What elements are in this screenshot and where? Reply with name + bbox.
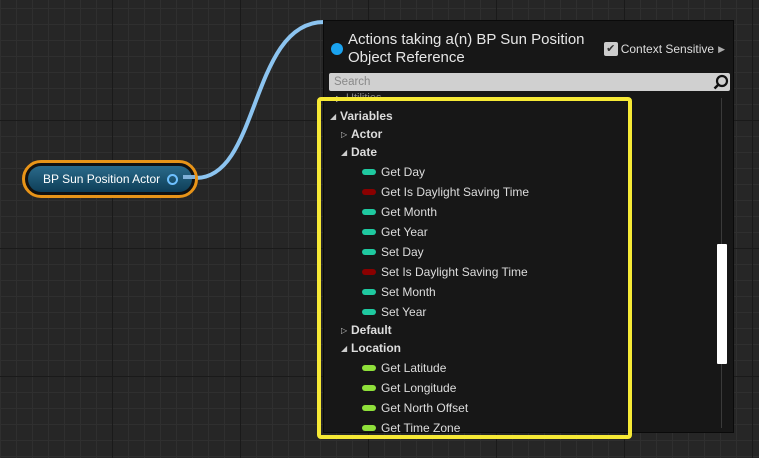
- list-item[interactable]: Get Month: [362, 203, 437, 221]
- variable-pin-icon: [362, 189, 376, 195]
- search-icon[interactable]: [713, 73, 729, 91]
- list-item[interactable]: Get Time Zone: [362, 419, 460, 433]
- category-label: Location: [351, 341, 401, 355]
- list-item[interactable]: Get Year: [362, 223, 428, 241]
- item-label: Set Month: [381, 285, 436, 299]
- variable-pin-icon: [362, 385, 376, 391]
- item-label: Get North Offset: [381, 401, 469, 415]
- list-item[interactable]: Set Year: [362, 303, 426, 321]
- variable-pin-icon: [362, 229, 376, 235]
- item-label: Get Is Daylight Saving Time: [381, 185, 530, 199]
- category-label: Variables: [340, 109, 393, 123]
- collapsed-arrow-icon[interactable]: ▷: [341, 129, 348, 139]
- item-label: Get Day: [381, 165, 426, 179]
- variable-pin-icon: [362, 405, 376, 411]
- category-actor[interactable]: ▷Actor: [341, 125, 382, 143]
- search-input[interactable]: [329, 73, 730, 91]
- category-default[interactable]: ▷Default: [341, 321, 392, 339]
- expanded-arrow-icon[interactable]: ◢: [341, 343, 348, 353]
- menu-title: Actions taking a(n) BP Sun Position Obje…: [348, 31, 585, 66]
- item-label: Get Longitude: [381, 381, 457, 395]
- list-item[interactable]: Get Latitude: [362, 359, 446, 377]
- category-label: Actor: [351, 127, 383, 141]
- category-location[interactable]: ◢Location: [341, 339, 401, 357]
- item-label: Set Day: [381, 245, 424, 259]
- scrollbar-thumb[interactable]: [717, 244, 727, 364]
- item-label: Set Year: [381, 305, 427, 319]
- list-item[interactable]: Get North Offset: [362, 399, 468, 417]
- bp-sun-position-actor-node[interactable]: BP Sun Position Actor: [22, 160, 198, 198]
- variable-pin-icon: [362, 269, 376, 275]
- list-item[interactable]: Set Day: [362, 243, 424, 261]
- object-reference-icon: [331, 43, 343, 55]
- list-item[interactable]: Get Longitude: [362, 379, 456, 397]
- variable-pin-icon: [362, 209, 376, 215]
- node-label: BP Sun Position Actor: [43, 172, 161, 186]
- expand-arrow-icon[interactable]: ▶: [718, 43, 725, 54]
- output-pin-icon[interactable]: [167, 174, 178, 185]
- highlight-box: [317, 97, 632, 439]
- item-label: Get Latitude: [381, 361, 447, 375]
- item-label: Get Time Zone: [381, 421, 461, 433]
- pin-connector: [183, 175, 195, 179]
- item-label: Get Month: [381, 205, 438, 219]
- variable-pin-icon: [362, 249, 376, 255]
- category-date[interactable]: ◢Date: [341, 143, 377, 161]
- list-item[interactable]: Set Month: [362, 283, 436, 301]
- variable-pin-icon: [362, 309, 376, 315]
- expanded-arrow-icon[interactable]: ◢: [341, 147, 348, 157]
- item-label: Set Is Daylight Saving Time: [381, 265, 528, 279]
- context-sensitive-toggle[interactable]: ✔ Context Sensitive ▶: [603, 42, 725, 56]
- category-label: Default: [351, 323, 392, 337]
- variable-pin-icon: [362, 289, 376, 295]
- expanded-arrow-icon[interactable]: ◢: [330, 111, 337, 121]
- list-item[interactable]: Get Is Daylight Saving Time: [362, 183, 529, 201]
- category-variables[interactable]: ◢Variables: [330, 107, 393, 125]
- variable-pin-icon: [362, 425, 376, 431]
- collapsed-arrow-icon[interactable]: ▷: [341, 325, 348, 335]
- action-menu: Actions taking a(n) BP Sun Position Obje…: [323, 20, 734, 433]
- variable-pin-icon: [362, 365, 376, 371]
- list-item[interactable]: Get Day: [362, 163, 425, 181]
- category-label: Date: [351, 145, 378, 159]
- variable-pin-icon: [362, 169, 376, 175]
- list-item[interactable]: Set Is Daylight Saving Time: [362, 263, 528, 281]
- item-label: Get Year: [381, 225, 428, 239]
- checkbox-checked-icon[interactable]: ✔: [603, 42, 618, 56]
- context-sensitive-label: Context Sensitive: [620, 42, 715, 56]
